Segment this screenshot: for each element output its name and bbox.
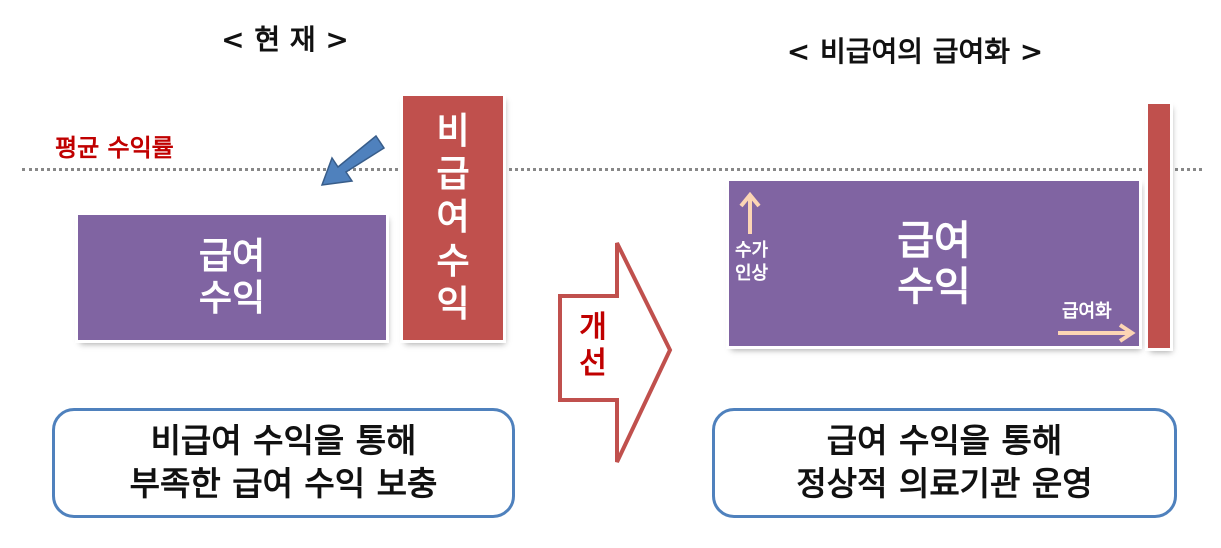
average-return-line (22, 168, 1202, 171)
note-line: 부족한 급여 수익 보충 (129, 464, 438, 503)
coverage-label: 급여화 (1062, 301, 1112, 322)
noncovered-char: 익 (436, 283, 470, 325)
average-return-label: 평균 수익률 (55, 134, 174, 162)
left-covered-revenue-box: 급여 수익 (78, 215, 386, 340)
note-line: 급여 수익을 통해 (826, 421, 1063, 461)
note-line: 정상적 의료기관 운영 (796, 464, 1093, 503)
improvement-label: 개 선 (568, 310, 618, 382)
fee-raise-line: 인상 (735, 262, 769, 284)
noncovered-revenue-box: 비 급 여 수 익 (403, 96, 503, 340)
noncovered-char: 비 (436, 111, 470, 153)
noncovered-char: 여 (436, 197, 470, 239)
right-note-box: 급여 수익을 통해 정상적 의료기관 운영 (712, 408, 1177, 518)
right-covered-revenue-box: 급여 수익 (729, 181, 1139, 346)
noncovered-char: 급 (436, 154, 470, 196)
left-note-box: 비급여 수익을 통해 부족한 급여 수익 보충 (52, 408, 515, 518)
arrow-label-char: 선 (579, 346, 607, 381)
improvement-arrow-icon (558, 242, 673, 463)
up-arrow-icon (739, 192, 761, 234)
covered-box-line: 수익 (198, 277, 266, 319)
right-arrow-icon (1058, 323, 1136, 343)
right-noncovered-bar (1148, 104, 1170, 348)
covered-box-line: 급여 (198, 236, 266, 278)
noncovered-char: 수 (436, 240, 470, 282)
fee-raise-line: 수가 (735, 240, 769, 261)
covered-box-line: 수익 (897, 263, 971, 310)
covered-box-line: 급여 (897, 217, 971, 264)
arrow-label-char: 개 (579, 310, 607, 345)
blue-arrow-icon (320, 134, 386, 186)
left-title: < 현 재 > (221, 23, 349, 56)
note-line: 비급여 수익을 통해 (150, 421, 417, 461)
right-title: < 비급여의 급여화 > (786, 35, 1044, 68)
fee-raise-label: 수가 인상 (735, 240, 768, 285)
